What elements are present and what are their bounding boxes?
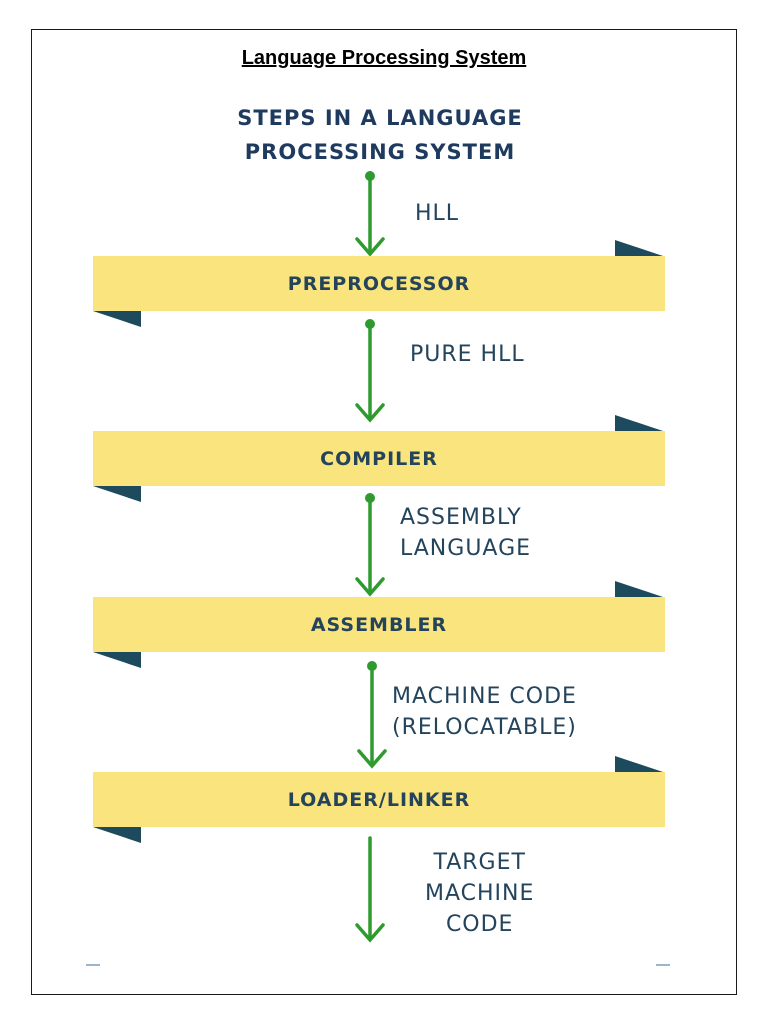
- flow-label-5: TARGET MACHINE CODE: [425, 847, 534, 940]
- arrow-3-head: [355, 577, 385, 597]
- flow-label-2: PURE HLL: [410, 339, 525, 370]
- flow-label-line: CODE: [445, 912, 514, 937]
- flow-label-3: ASSEMBLY LANGUAGE: [400, 502, 531, 564]
- ribbon-fold-right-3: [615, 581, 663, 597]
- arrow-5-head: [355, 923, 385, 943]
- step-assembler: ASSEMBLER: [93, 597, 665, 652]
- ribbon-fold-left-1: [93, 311, 141, 327]
- ribbon-fold-left-3: [93, 652, 141, 668]
- flow-label-line: ASSEMBLY: [400, 505, 522, 530]
- ribbon-fold-left-4: [93, 827, 141, 843]
- page-border: [31, 29, 737, 995]
- flow-label-line: TARGET: [433, 850, 526, 875]
- ribbon-fold-right-4: [615, 756, 663, 772]
- bottom-edge-mark-right: [656, 964, 670, 966]
- step-label: ASSEMBLER: [310, 613, 448, 636]
- flow-label-line: (RELOCATABLE): [392, 715, 577, 740]
- step-label: COMPILER: [320, 447, 438, 470]
- step-label: LOADER/LINKER: [287, 788, 471, 811]
- step-loader-linker: LOADER/LINKER: [93, 772, 665, 827]
- flow-label-line: MACHINE CODE: [392, 684, 577, 709]
- step-compiler: COMPILER: [93, 431, 665, 486]
- flow-label-line: PURE HLL: [410, 342, 525, 367]
- diagram-heading-line-1: STEPS IN A LANGUAGE: [237, 106, 523, 130]
- flow-label-line: MACHINE: [425, 881, 535, 906]
- step-preprocessor: PREPROCESSOR: [93, 256, 665, 311]
- bottom-edge-mark-left: [86, 964, 100, 966]
- flow-label-line: HLL: [415, 201, 460, 226]
- ribbon-fold-right-1: [615, 240, 663, 256]
- step-label: PREPROCESSOR: [287, 272, 471, 295]
- flow-label-line: LANGUAGE: [400, 536, 532, 561]
- flow-label-4: MACHINE CODE (RELOCATABLE): [392, 681, 577, 743]
- flow-label-1: HLL: [415, 198, 459, 229]
- document-title: Language Processing System: [241, 47, 527, 69]
- ribbon-fold-left-2: [93, 486, 141, 502]
- diagram-heading-line-2: PROCESSING SYSTEM: [244, 140, 516, 164]
- arrow-1-head: [355, 237, 385, 257]
- ribbon-fold-right-2: [615, 415, 663, 431]
- arrow-4-head: [357, 749, 387, 769]
- arrow-2-head: [355, 403, 385, 423]
